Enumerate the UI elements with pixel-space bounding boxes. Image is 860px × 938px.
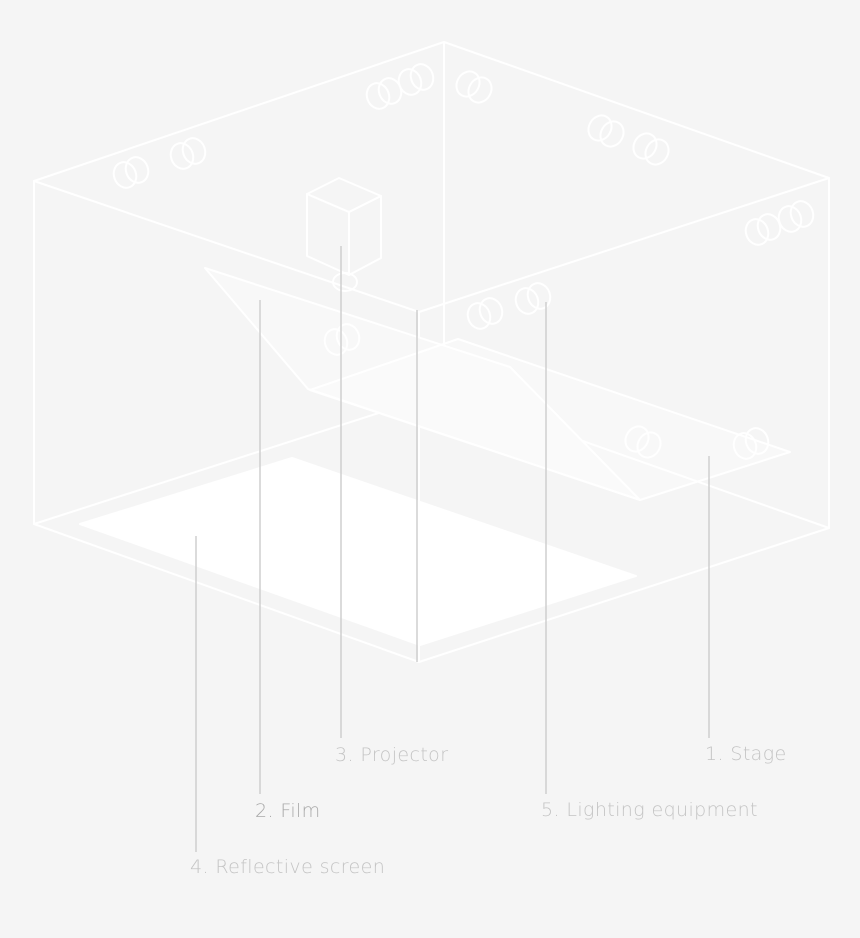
light-icon <box>112 156 150 189</box>
light-icon <box>397 63 435 96</box>
light-icon <box>632 132 670 166</box>
stage-platform <box>309 338 791 501</box>
light-icon <box>624 425 662 459</box>
label-reflective-screen: 4. Reflective screen <box>190 856 386 878</box>
light-icon <box>466 297 504 330</box>
light-icon <box>732 427 770 460</box>
label-lighting-equipment: 5. Lighting equipment <box>541 799 758 821</box>
light-icon <box>514 282 552 315</box>
light-icon <box>587 114 625 148</box>
reflective-screen <box>79 457 637 646</box>
label-projector: 3. Projector <box>335 744 449 766</box>
light-icon <box>777 200 815 233</box>
lighting-equipment <box>112 63 815 460</box>
label-stage: 1. Stage <box>705 743 787 765</box>
label-film: 2. Film <box>255 800 321 822</box>
light-icon <box>744 213 782 246</box>
projector-icon <box>306 177 382 292</box>
light-icon <box>455 70 493 104</box>
light-icon <box>169 137 207 170</box>
